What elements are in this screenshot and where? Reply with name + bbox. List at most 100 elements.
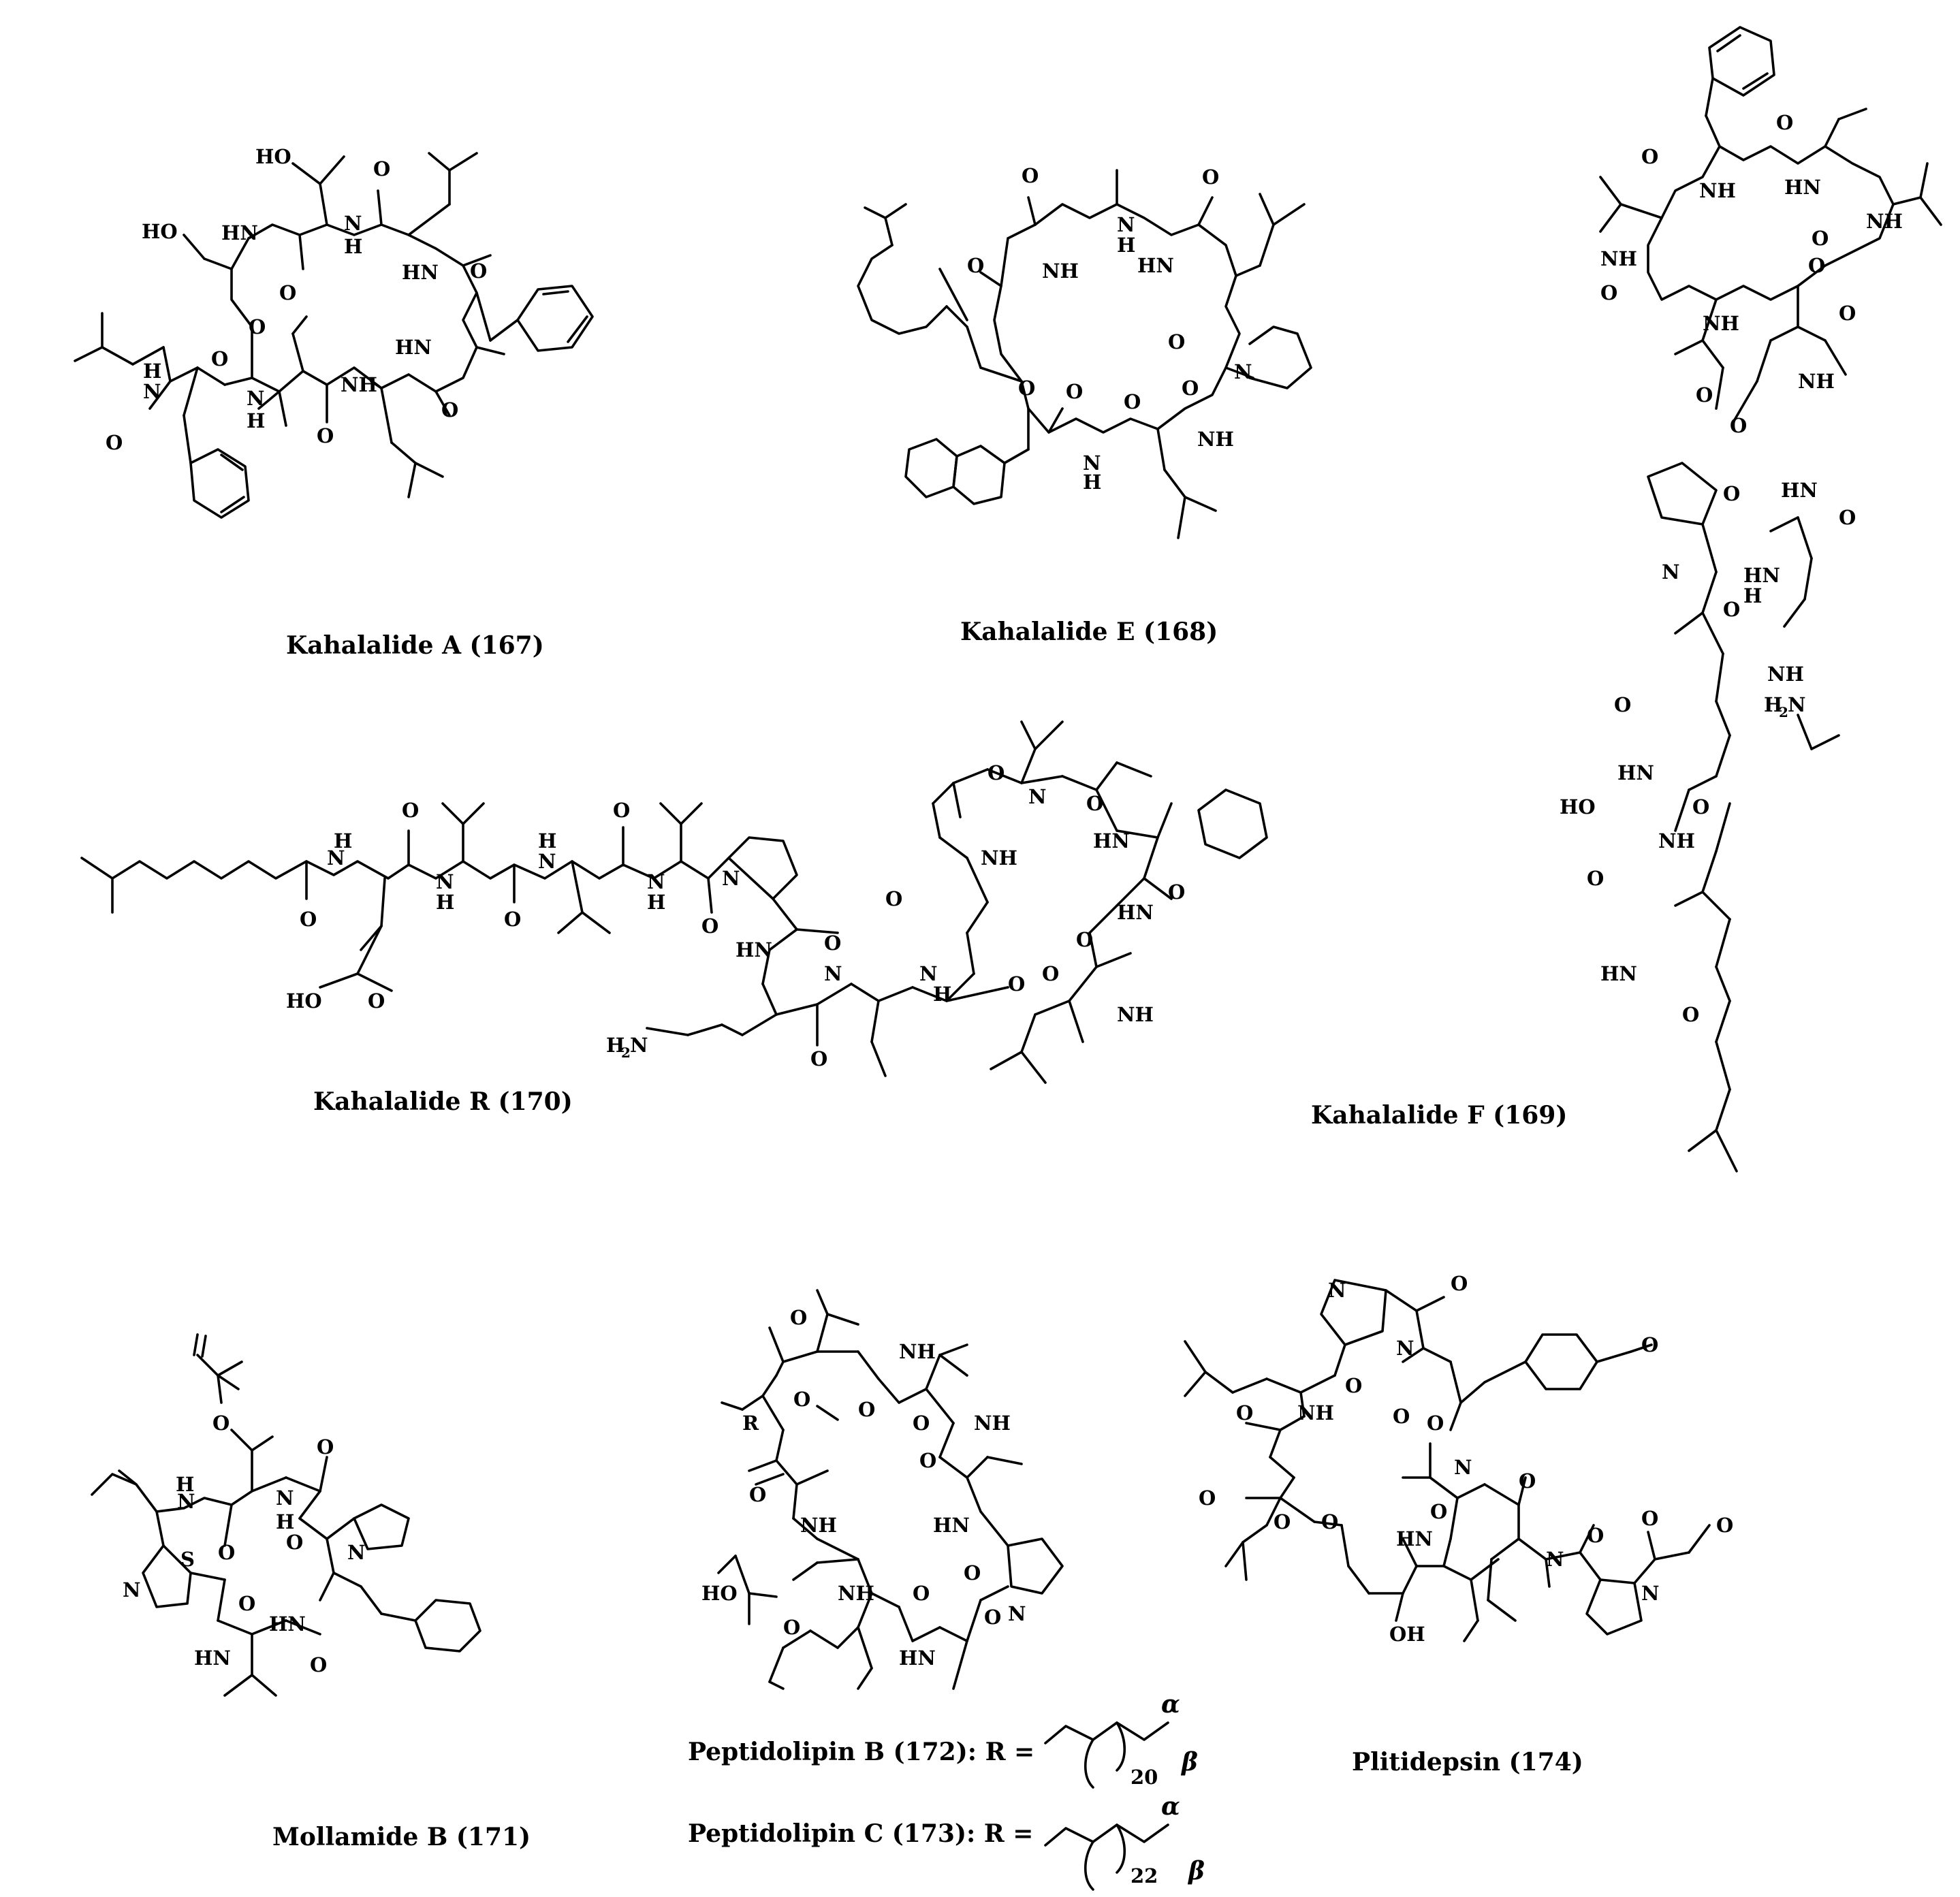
atom-label: H [344,235,362,258]
atom-label: O [106,431,123,454]
atom-label: O [1641,1333,1658,1356]
atom-label: O [1042,962,1059,985]
atom-label: O [317,1435,334,1458]
atom-label: HN [1784,176,1821,199]
atom-label: H [1764,693,1782,716]
atom-label: O [1723,598,1740,621]
atom-label: N [1328,1279,1346,1302]
atom-label: O [1393,1405,1410,1428]
atom-label: N [1008,1602,1026,1625]
atom-label: NH [1703,312,1739,335]
atom-label: N [647,870,665,893]
atom-label: O [1008,972,1025,995]
atom-label: N [630,1034,648,1057]
atom-label: NH [1117,1003,1154,1026]
plitidepsin-structure: O N N O NH O O O O O O O HN N O O N O N … [1184,1272,1733,1776]
atom-label: N [1117,213,1135,236]
atom-label: O [402,799,419,822]
atom-label: O [1587,1524,1604,1547]
atom-label: HN [933,1514,970,1537]
beta-label: β [1187,1857,1205,1885]
kahalalide-r-structure: H N O O N H O H N O N H O N O HN H 2 N O… [80,720,1268,1116]
atom-label: N [1454,1456,1472,1479]
atom-label: N [1083,451,1101,475]
atom-label: O [824,931,841,955]
atom-label: O [1716,1514,1733,1537]
atom-label: NH [800,1514,837,1537]
atom-label: O [1730,414,1747,437]
kahalalide-f-structure: O NH O HN NH O O O NH O NH O NH O HN O O… [1311,26,1942,1173]
atom-label: N [177,1490,195,1513]
atom-label: NH [974,1412,1011,1435]
caption-kahalalide-f: Kahalalide F (169) [1311,1101,1567,1130]
caption-kahalalide-e: Kahalalide E (168) [960,618,1218,646]
atom-label: O [913,1412,930,1435]
atom-label: O [441,398,458,421]
atom-label: HO [1560,795,1596,818]
atom-label: HN [1117,901,1154,924]
atom-label: N [344,212,362,235]
atom-label: HN [395,336,432,359]
atom-label: O [317,424,334,447]
mollamide-b-structure: O O H N O N H O N S N O HN HN O Mollamid… [91,1333,531,1851]
kahalalide-e-structure: O NH O N H O HN O N O NH O N H O O Kahal… [857,164,1312,646]
atom-label: N [247,387,265,410]
atom-label: N [143,380,161,403]
beta-label: β [1180,1748,1198,1776]
atom-label: HN [1137,254,1174,277]
atom-label: HO [255,145,291,168]
atom-label: H [276,1510,294,1533]
atom-label: O [1839,506,1856,529]
atom-label: O [749,1483,766,1506]
atom-label: HO [142,220,178,243]
atom-label: H [606,1034,625,1057]
peptidolipin-structure: O NH R O O O NH O O NH HN O HO NH O O N … [688,1289,1205,1891]
atom-label: N [1234,360,1252,383]
atom-label: O [1199,1486,1216,1510]
atom-label: HN [402,261,439,284]
atom-label: O [1776,111,1793,134]
atom-label: HO [701,1582,738,1605]
atom-label: O [1696,383,1713,406]
atom-label: H [176,1473,194,1496]
atom-label: O [701,914,718,938]
chain-count-label: 20 [1131,1766,1158,1789]
atom-label: NH [1042,259,1079,283]
atom-label: O [368,989,385,1013]
atom-label: H [143,360,161,383]
atom-label: NH [899,1340,936,1363]
atom-label: HN [269,1612,306,1636]
atom-label: O [238,1592,255,1615]
atom-label: O [211,347,228,370]
atom-label: HN [1396,1527,1433,1550]
atom-label: HN [899,1646,936,1670]
atom-label: N [1028,785,1047,808]
atom-label: O [1124,390,1141,413]
atom-label: N [722,867,740,890]
atom-label: NH [1767,663,1804,686]
caption-mollamide-b: Mollamide B (171) [272,1823,531,1851]
atom-label: H [334,829,352,852]
atom-label: O [967,254,984,277]
atom-label: HN [194,1646,231,1670]
atom-label: O [1812,227,1829,250]
atom-label: S [180,1548,195,1571]
atom-label: O [249,315,266,338]
atom-label: O [470,259,487,283]
atom-label: N [327,846,345,870]
atom-label: HN [1617,761,1654,784]
atom-label: O [919,1449,936,1472]
atom-label: O [987,761,1005,784]
atom-label: O [1600,281,1617,304]
atom-subscript: 2 [1779,704,1788,720]
atom-label: O [984,1606,1001,1629]
alpha-label: α [1161,1792,1180,1821]
atom-label: N [1788,693,1806,716]
atom-label: O [504,908,521,931]
atom-label: O [1182,377,1199,400]
atom-label: O [1427,1412,1444,1435]
atom-label: O [218,1541,235,1564]
atom-label: O [1451,1272,1468,1295]
atom-label: O [1430,1500,1447,1523]
atom-label: H [1083,471,1101,494]
